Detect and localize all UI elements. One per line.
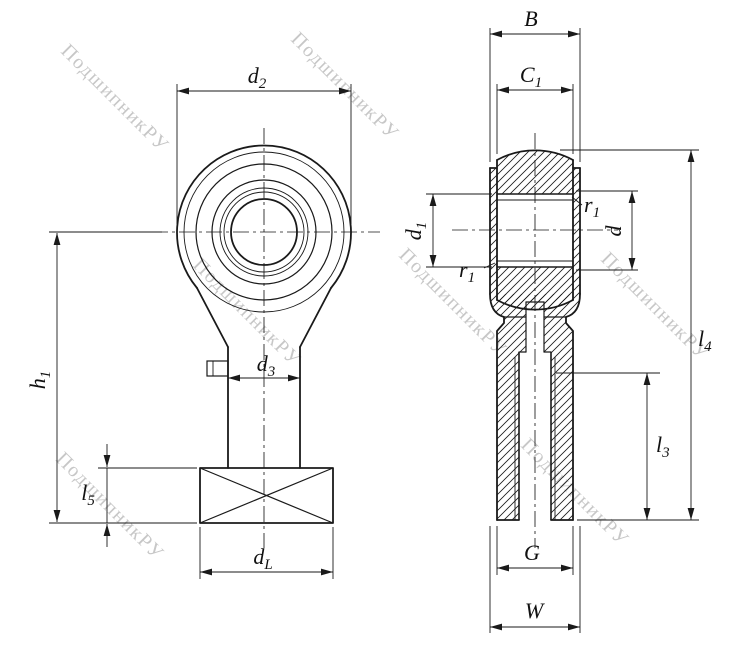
dimension-r1-upper: r1 (571, 192, 600, 221)
dim-label-d2: d2 (248, 63, 267, 92)
dim-label-dL: dL (253, 544, 272, 573)
dimension-l4: l4 (560, 149, 712, 521)
dimension-l3: l3 (556, 372, 670, 520)
dimension-d2: d2 (176, 63, 352, 224)
dim-label-l3: l3 (656, 432, 670, 461)
bore-circle (230, 198, 298, 266)
dimension-h1: h1 (25, 231, 197, 524)
watermark-text: ПодшипникРУ (188, 254, 305, 371)
bore-chamfer-circle (223, 191, 305, 273)
right-tangent-line (299, 287, 332, 348)
dimension-r1-lower: r1 (459, 257, 496, 286)
watermark-text: ПодшипникРУ (56, 40, 173, 157)
dimension-B: B (489, 6, 581, 162)
dim-label-d1: d1 (401, 222, 430, 241)
watermark-text: ПодшипникРУ (286, 28, 403, 145)
dimension-dL: dL (199, 527, 334, 579)
dim-label-G: G (524, 540, 540, 565)
dim-label-d3: d3 (257, 351, 276, 380)
watermark-text: ПодшипникРУ (596, 248, 713, 365)
dimension-C1: C1 (496, 62, 574, 154)
dimension-d: d (576, 190, 638, 271)
front-view: d2 h1 l5 d3 dL (25, 63, 380, 579)
dim-label-l4: l4 (698, 326, 712, 355)
grease-nipple (206, 360, 229, 377)
dimension-d1: d1 (401, 193, 492, 268)
dim-label-l5: l5 (81, 480, 95, 509)
watermark-text: ПодшипникРУ (51, 448, 168, 565)
side-view: B C1 d1 d r1 (401, 6, 712, 633)
threaded-hole (514, 301, 556, 520)
dimension-d3: d3 (228, 351, 300, 382)
dim-label-h1: h1 (25, 371, 54, 390)
dimension-l5: l5 (81, 444, 197, 547)
dim-label-d: d (601, 225, 626, 237)
watermarks: ПодшипникРУ ПодшипникРУ ПодшипникРУ Подш… (51, 28, 713, 565)
housing-face-circle (195, 163, 333, 301)
section-hatching (490, 150, 580, 520)
dim-label-r1-upper: r1 (584, 192, 600, 221)
ball-outer-circle (211, 179, 317, 285)
head-chamfer-circle (183, 151, 345, 313)
ball-section (496, 149, 574, 311)
base-nut (199, 467, 334, 524)
dimension-W: W (489, 526, 581, 633)
dim-label-C1: C1 (520, 62, 542, 91)
dimension-G: G (496, 526, 574, 575)
dim-label-r1-lower: r1 (459, 257, 475, 286)
head-outline (176, 144, 352, 289)
watermark-text: ПодшипникРУ (516, 434, 633, 551)
dim-label-W: W (525, 598, 545, 623)
housing-head-outline (489, 167, 581, 295)
dim-label-B: B (524, 6, 537, 31)
race-circle (219, 187, 309, 277)
left-tangent-line (196, 287, 229, 348)
